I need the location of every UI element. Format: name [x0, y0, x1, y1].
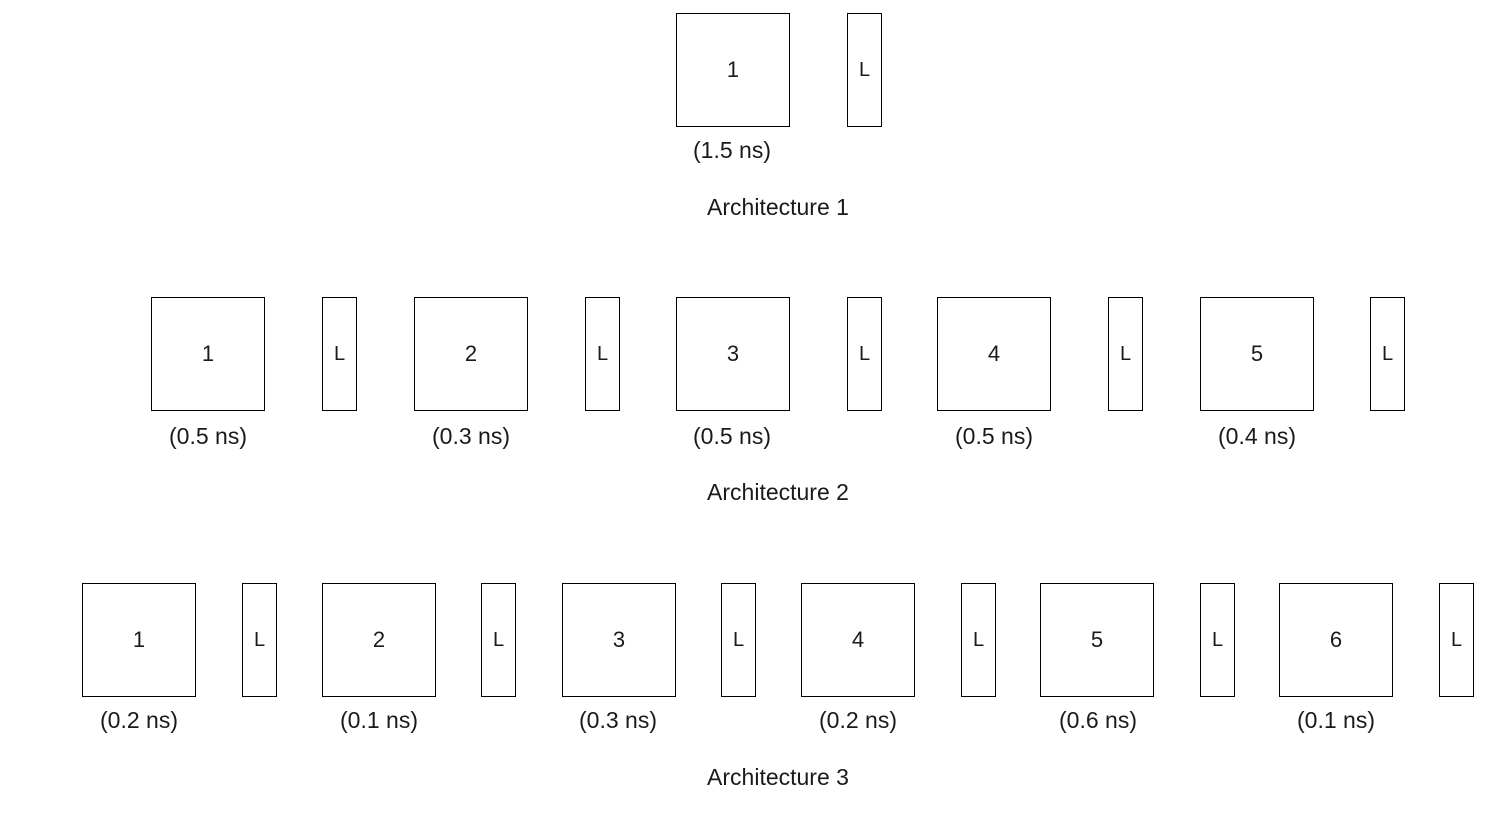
arch3-stage-5-delay: (0.6 ns) — [1059, 707, 1137, 733]
arch3-stage-6-label: 6 — [1329, 627, 1343, 652]
arch3-latch-6: L — [1439, 583, 1474, 697]
arch2-latch-1: L — [322, 297, 357, 411]
arch3-latch-4-label: L — [972, 628, 985, 651]
arch2-latch-4-label: L — [1119, 342, 1132, 365]
arch2-stage-5-box: 5 — [1200, 297, 1314, 411]
arch2-latch-5-label: L — [1381, 342, 1394, 365]
arch3-latch-4: L — [961, 583, 996, 697]
arch2-stage-3-box: 3 — [676, 297, 790, 411]
arch2-latch-5: L — [1370, 297, 1405, 411]
arch3-stage-2-delay: (0.1 ns) — [340, 707, 418, 733]
arch1-latch-1: L — [847, 13, 882, 127]
arch2-stage-4-delay: (0.5 ns) — [955, 423, 1033, 449]
arch3-stage-4-label: 4 — [851, 627, 865, 652]
arch2-stage-4-box: 4 — [937, 297, 1051, 411]
arch2-latch-1-label: L — [333, 342, 346, 365]
arch2-latch-3: L — [847, 297, 882, 411]
arch3-stage-1-delay: (0.2 ns) — [100, 707, 178, 733]
arch3-latch-3-label: L — [732, 628, 745, 651]
arch1-stage-1-delay: (1.5 ns) — [693, 137, 771, 163]
arch1-stage-1-label: 1 — [726, 57, 740, 82]
arch3-stage-3-label: 3 — [612, 627, 626, 652]
arch2-latch-2: L — [585, 297, 620, 411]
arch3-latch-5-label: L — [1211, 628, 1224, 651]
arch3-stage-1-label: 1 — [132, 627, 146, 652]
arch3-latch-6-label: L — [1450, 628, 1463, 651]
arch2-latch-3-label: L — [858, 342, 871, 365]
arch2-latch-4: L — [1108, 297, 1143, 411]
arch2-stage-1-delay: (0.5 ns) — [169, 423, 247, 449]
arch3-stage-4-delay: (0.2 ns) — [819, 707, 897, 733]
arch2-stage-3-label: 3 — [726, 341, 740, 366]
arch3-stage-5-box: 5 — [1040, 583, 1154, 697]
arch3-latch-1-label: L — [253, 628, 266, 651]
arch3-stage-6-delay: (0.1 ns) — [1297, 707, 1375, 733]
arch2-stage-2-label: 2 — [464, 341, 478, 366]
arch1-latch-1-label: L — [858, 58, 871, 81]
arch2-stage-5-delay: (0.4 ns) — [1218, 423, 1296, 449]
arch3-stage-3-delay: (0.3 ns) — [579, 707, 657, 733]
arch3-stage-2-box: 2 — [322, 583, 436, 697]
arch3-title: Architecture 3 — [707, 764, 849, 790]
arch3-stage-6-box: 6 — [1279, 583, 1393, 697]
arch2-stage-4-label: 4 — [987, 341, 1001, 366]
arch3-latch-5: L — [1200, 583, 1235, 697]
arch2-stage-5-label: 5 — [1250, 341, 1264, 366]
arch2-stage-1-label: 1 — [201, 341, 215, 366]
arch3-latch-1: L — [242, 583, 277, 697]
arch2-title: Architecture 2 — [707, 479, 849, 505]
arch3-stage-1-box: 1 — [82, 583, 196, 697]
arch3-stage-3-box: 3 — [562, 583, 676, 697]
arch2-stage-2-delay: (0.3 ns) — [432, 423, 510, 449]
arch3-latch-3: L — [721, 583, 756, 697]
arch2-stage-2-box: 2 — [414, 297, 528, 411]
arch2-stage-3-delay: (0.5 ns) — [693, 423, 771, 449]
arch3-stage-4-box: 4 — [801, 583, 915, 697]
arch1-stage-1-box: 1 — [676, 13, 790, 127]
arch3-stage-2-label: 2 — [372, 627, 386, 652]
arch2-latch-2-label: L — [596, 342, 609, 365]
arch3-latch-2: L — [481, 583, 516, 697]
arch1-title: Architecture 1 — [707, 194, 849, 220]
arch3-latch-2-label: L — [492, 628, 505, 651]
arch2-stage-1-box: 1 — [151, 297, 265, 411]
arch3-stage-5-label: 5 — [1090, 627, 1104, 652]
